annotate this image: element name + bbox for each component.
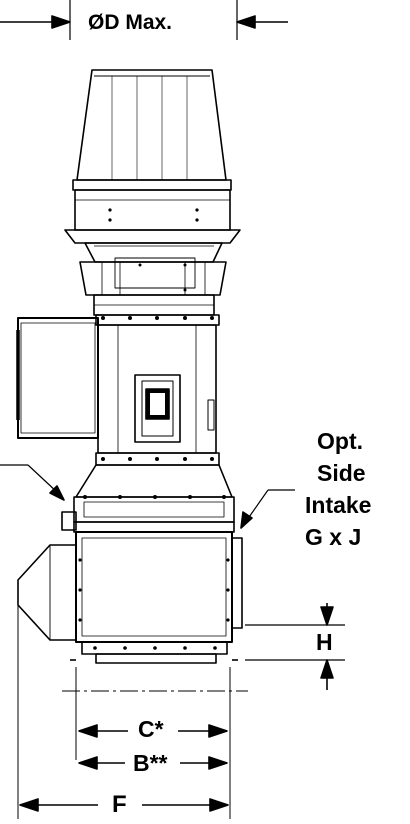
intake-box [17, 531, 243, 664]
f-label: F [112, 791, 127, 818]
intake-label: Intake [305, 492, 372, 518]
h-dimension [245, 603, 345, 690]
side-label: Side [317, 460, 366, 486]
extension-lines [17, 603, 248, 819]
c-label: C* [138, 716, 164, 742]
diameter-label: ØD Max. [88, 11, 173, 34]
opt-label: Opt. [317, 428, 363, 454]
b-label: B** [133, 750, 168, 776]
diameter-dimension [0, 0, 288, 40]
side-intake-leaders [0, 464, 295, 529]
upper-housing [16, 314, 220, 466]
windband-section [79, 242, 227, 316]
c-dimension [78, 724, 228, 738]
f-dimension [19, 798, 229, 812]
gxj-label: G x J [305, 524, 362, 550]
h-label: H [316, 629, 333, 655]
transition-section [61, 464, 235, 533]
b-dimension [78, 756, 228, 770]
discharge-stack [64, 69, 241, 244]
